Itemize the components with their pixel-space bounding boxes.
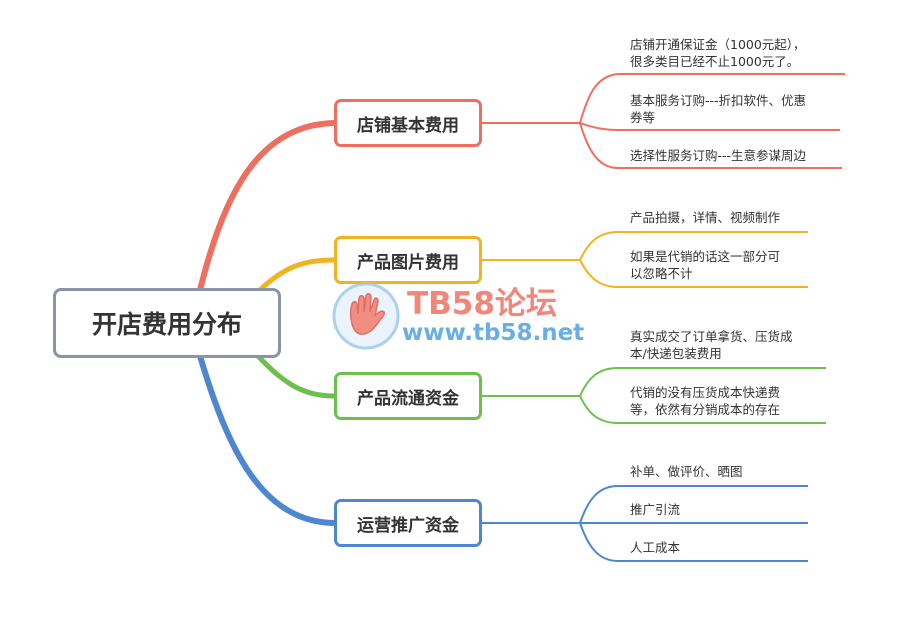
leaf-node[interactable]: 如果是代销的话这一部分可 以忽略不计: [630, 248, 780, 282]
leaf-node[interactable]: 基本服务订购---折扣软件、优惠 券等: [630, 92, 806, 126]
branch-node-product-image-fees[interactable]: 产品图片费用: [334, 236, 482, 284]
leaf-node[interactable]: 店铺开通保证金（1000元起）， 很多类目已经不止1000元了。: [630, 36, 806, 70]
branch-label: 店铺基本费用: [357, 115, 459, 136]
branch-node-operation-promotion-funds[interactable]: 运营推广资金: [334, 499, 482, 547]
connector-branch-1: [197, 120, 337, 293]
leaf-connector: [579, 73, 845, 124]
hand-icon: [332, 282, 400, 350]
branch-node-store-basic-fees[interactable]: 店铺基本费用: [334, 99, 482, 147]
leaf-node[interactable]: 补单、做评价、晒图: [630, 463, 743, 480]
leaf-text-line: 券等: [630, 110, 656, 125]
leaf-connector: [579, 367, 826, 397]
leaf-node[interactable]: 人工成本: [630, 539, 680, 556]
leaf-text-line: 补单、做评价、晒图: [630, 464, 743, 479]
leaf-connector: [579, 485, 808, 524]
branch-label: 产品流通资金: [357, 388, 459, 409]
branch-label: 产品图片费用: [357, 252, 459, 273]
leaf-connector: [579, 259, 808, 288]
watermark: TB58论坛 www.tb58.net: [330, 278, 590, 358]
root-label: 开店费用分布: [91, 310, 242, 339]
connector-branch-4: [197, 353, 337, 526]
leaf-text-line: 如果是代销的话这一部分可: [630, 249, 781, 264]
leaf-connector: [579, 122, 842, 169]
leaf-text-line: 等，依然有分销成本的存在: [630, 402, 781, 417]
leaf-text-line: 以忽略不计: [630, 266, 693, 281]
watermark-url: www.tb58.net: [402, 320, 585, 346]
branch-node-product-circulation-funds[interactable]: 产品流通资金: [334, 372, 482, 420]
leaf-connector: [579, 122, 840, 131]
leaf-text-line: 店铺开通保证金（1000元起），: [630, 37, 806, 52]
leaf-text-line: 产品拍摄，详情、视频制作: [630, 210, 781, 225]
leaf-connector: [579, 231, 808, 261]
leaf-text-line: 很多类目已经不止1000元了。: [630, 54, 800, 69]
watermark-title: TB58论坛: [407, 286, 557, 322]
branch-label: 运营推广资金: [357, 515, 459, 536]
leaf-text-line: 基本服务订购---折扣软件、优惠: [630, 93, 807, 108]
leaf-node[interactable]: 真实成交了订单拿货、压货成 本/快递包装费用: [630, 328, 793, 362]
connector-branch-3: [255, 353, 337, 399]
connector-branch-2: [257, 257, 337, 293]
leaf-node[interactable]: 选择性服务订购---生意参谋周边: [630, 147, 806, 164]
root-node[interactable]: 开店费用分布: [53, 288, 281, 358]
leaf-text-line: 推广引流: [630, 502, 681, 517]
leaf-text-line: 本/快递包装费用: [630, 346, 722, 361]
leaf-node[interactable]: 推广引流: [630, 501, 680, 518]
leaf-text-line: 代销的没有压货成本快递费: [630, 385, 781, 400]
leaf-text-line: 真实成交了订单拿货、压货成: [630, 329, 793, 344]
leaf-text-line: 人工成本: [630, 540, 681, 555]
leaf-connector: [579, 395, 826, 424]
leaf-connector: [579, 522, 808, 562]
leaf-node[interactable]: 产品拍摄，详情、视频制作: [630, 209, 780, 226]
leaf-text-line: 选择性服务订购---生意参谋周边: [630, 148, 807, 163]
leaf-node[interactable]: 代销的没有压货成本快递费 等，依然有分销成本的存在: [630, 384, 780, 418]
